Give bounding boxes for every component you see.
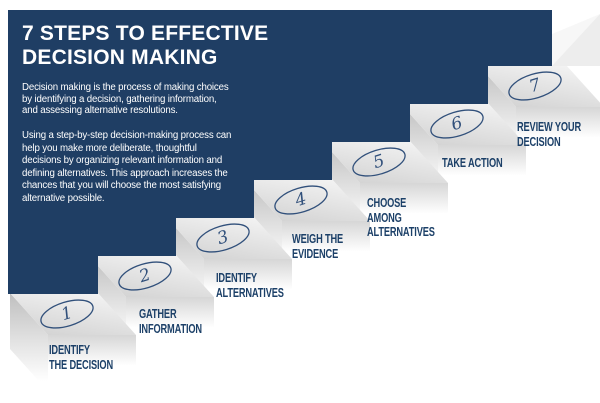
step-top-face <box>88 255 214 297</box>
step-top-face <box>244 179 370 221</box>
step-front-face <box>282 221 370 277</box>
step-1-circle-icon <box>40 299 94 329</box>
step-top-face <box>322 141 448 183</box>
step-top-face <box>166 217 292 259</box>
step-front-face <box>360 183 448 239</box>
step-6-graphic: 6 <box>400 103 526 201</box>
step-front-face <box>126 297 214 353</box>
step-1-graphic: 1 <box>10 293 136 391</box>
step-4-circle-icon <box>274 185 328 215</box>
step-4-number: 4 <box>292 189 309 212</box>
step-7-circle-icon <box>508 71 562 101</box>
step-top-face <box>400 103 526 145</box>
corner-riser-face <box>552 14 600 66</box>
navy-panel <box>8 10 552 294</box>
step-top-face <box>478 65 600 107</box>
step-6-circle-icon <box>430 109 484 139</box>
step-front-face <box>48 335 136 391</box>
step-3-circle-icon <box>196 223 250 253</box>
step-front-face <box>438 145 526 201</box>
step-front-face <box>204 259 292 315</box>
step-2-number: 2 <box>136 265 153 288</box>
step-2-circle-icon <box>118 261 172 291</box>
step-top-face <box>10 293 136 335</box>
step-left-face <box>10 293 48 391</box>
step-5-circle-icon <box>352 147 406 177</box>
step-front-face <box>516 107 600 163</box>
